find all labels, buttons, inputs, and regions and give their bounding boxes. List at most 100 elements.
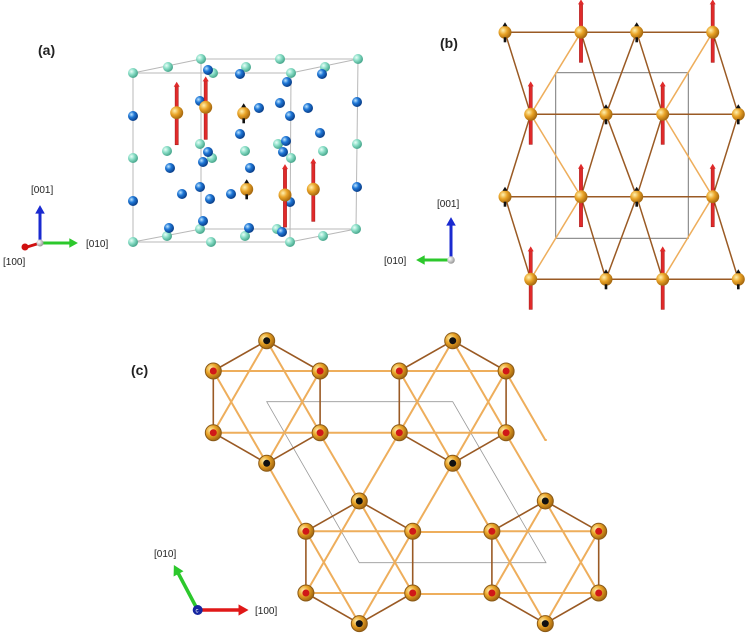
small-moment-dot (449, 459, 457, 467)
bond-light (212, 339, 268, 434)
orange-atom (524, 272, 538, 286)
bond-light (358, 431, 401, 502)
blue-atom (245, 163, 255, 173)
teal-atom (195, 224, 205, 234)
spin-up-arrow-head (202, 76, 209, 82)
teal-atom (206, 237, 216, 247)
blue-atom (203, 65, 213, 75)
blue-atom (198, 216, 208, 226)
teal-atom (351, 224, 361, 234)
teal-atom (241, 62, 251, 72)
bond-dark (544, 500, 600, 533)
axis-c-010-arrow-head (173, 564, 184, 577)
small-moment-tail (503, 37, 507, 43)
orange-atom (237, 106, 251, 120)
axis-a-010-label: [010] (86, 239, 108, 250)
teal-atom (286, 68, 296, 78)
bond (529, 113, 582, 198)
teal-atom (318, 231, 328, 241)
orange-atom (630, 190, 644, 204)
small-moment-head (735, 269, 741, 274)
bond (605, 195, 638, 281)
bond (711, 195, 740, 281)
bond-light (504, 370, 547, 441)
spin-moment-dot (595, 589, 603, 597)
blue-atom (244, 223, 254, 233)
bond-dark (305, 500, 361, 533)
small-moment-dot (355, 497, 363, 505)
panel-c (173, 332, 608, 633)
spin-moment-dot (502, 429, 510, 437)
blue-atom (317, 69, 327, 79)
teal-atom (318, 146, 328, 156)
spin-moment-dot (502, 367, 510, 375)
orange-atom (731, 272, 745, 286)
spin-moment-dot (395, 429, 403, 437)
small-moment-head (241, 103, 247, 108)
bond (605, 31, 638, 116)
axis-b-001-arrow-head (446, 217, 456, 226)
spin-moment-dot (595, 527, 603, 535)
bond-light (318, 431, 361, 502)
blue-atom (275, 98, 285, 108)
spin-moment-dot (488, 527, 496, 535)
blue-atom (352, 182, 362, 192)
axis-c-010-arrow (174, 567, 200, 612)
spin-up-arrow-head (282, 164, 288, 170)
bond-light (398, 370, 454, 465)
bond (504, 195, 532, 281)
spin-moment-dot (395, 367, 403, 375)
spin-moment-dot (302, 589, 310, 597)
small-moment-tail (503, 201, 507, 207)
bond (605, 113, 638, 198)
bond-light (490, 500, 547, 594)
bond (635, 195, 664, 281)
orange-atom (306, 182, 320, 196)
teal-atom (240, 231, 250, 241)
bond (580, 31, 607, 116)
small-moment-tail (245, 194, 248, 200)
blue-atom (303, 103, 313, 113)
axis-c-origin-label: c (196, 609, 199, 615)
bond-light (265, 462, 307, 533)
orange-atom (498, 25, 512, 39)
spin-moment-dot (209, 429, 217, 437)
blue-atom (164, 223, 174, 233)
blue-atom (198, 157, 208, 167)
orange-atom (599, 272, 613, 286)
bond (504, 113, 532, 198)
bond-light (451, 370, 508, 465)
bond-dark (451, 431, 507, 465)
orange-atom (498, 190, 512, 204)
small-moment-tail (604, 284, 608, 290)
bond (529, 31, 582, 116)
blue-atom (277, 227, 287, 237)
orange-atom (656, 272, 670, 286)
small-moment-tail (737, 119, 740, 125)
teal-atom (163, 62, 173, 72)
small-moment-head (244, 179, 250, 184)
axis-a-001-arrow-head (35, 205, 45, 214)
spin-up-arrow-head (310, 158, 317, 164)
bond-dark (265, 339, 321, 372)
bond-dark (358, 500, 414, 533)
spin-up-arrow-head (709, 163, 716, 169)
small-moment-tail (737, 284, 740, 290)
blue-atom (352, 97, 362, 107)
small-moment-dot (263, 337, 271, 345)
bond (504, 31, 532, 116)
panel-b-label: (b) (440, 35, 458, 51)
axis-c-origin (192, 605, 203, 615)
spin-up-arrow-head (173, 81, 180, 87)
bond-dark (398, 431, 454, 465)
orange-atom (599, 107, 613, 121)
unit-cell (266, 401, 547, 564)
spin-up-arrow-head (527, 81, 534, 87)
blue-atom (165, 163, 175, 173)
spin-up-arrow-head (659, 246, 666, 252)
bond-dark (451, 339, 507, 372)
bond-light (490, 530, 547, 625)
axis-c-010-label: [010] (154, 549, 176, 560)
small-moment-dot (541, 497, 549, 505)
